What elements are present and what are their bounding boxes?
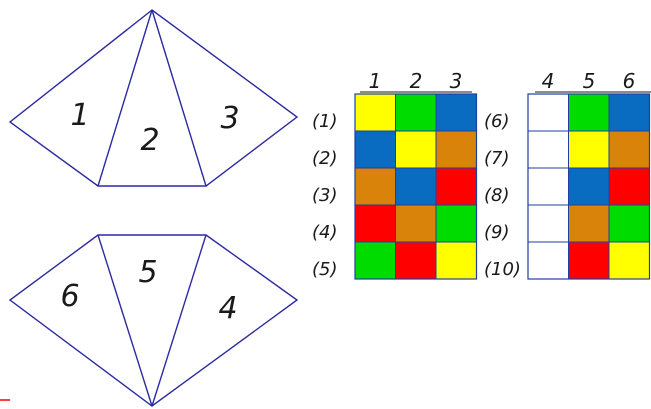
grid-left-cell-r3-c1-orange <box>354 167 396 206</box>
grid-left-cell-r5-c3-yellow <box>435 241 477 280</box>
grid-left-cell-r4-c3-green <box>435 204 477 243</box>
grid-right-border <box>527 93 651 280</box>
grid-right-cells <box>527 93 651 280</box>
grid-left-cell-r1-c2-green <box>395 93 437 132</box>
face-label-2: 2 <box>140 123 159 158</box>
face-label-3: 3 <box>220 101 239 136</box>
grid-left-column-label-2: 2 <box>410 69 423 93</box>
color-grid-right: 4 5 6 (6) (7) (8) (9) (10) <box>484 69 651 280</box>
grid-right-cell-r1-c3-blue <box>608 93 650 132</box>
grid-right-row-label-10: (10) <box>484 259 521 280</box>
top-shape-divider-left <box>97 9 153 187</box>
grid-left-row-label-4: (4) <box>312 222 338 243</box>
grid-left-row-label-1: (1) <box>312 111 338 132</box>
face-label-6: 6 <box>60 279 79 314</box>
top-shape: 1 2 3 <box>8 9 299 187</box>
grid-right-cell-r2-c3-orange <box>608 130 650 169</box>
grid-left-border <box>354 93 478 280</box>
grid-right-column-label-5: 5 <box>583 69 596 93</box>
grid-right-row-label-7: (7) <box>484 148 510 169</box>
color-grid-left: 1 2 3 (1) (2) (3) (4) (5) <box>312 69 478 280</box>
face-label-1: 1 <box>70 98 89 133</box>
grid-left-cells <box>354 93 478 280</box>
grid-right-cell-r2-c1-white <box>527 130 569 169</box>
grid-right-cell-r1-c1-white <box>527 93 569 132</box>
grid-right-column-label-4: 4 <box>542 69 555 93</box>
grid-right-row-label-6: (6) <box>484 111 510 132</box>
grid-left-cell-r5-c2-red <box>395 241 437 280</box>
grid-right-cell-r4-c2-orange <box>568 204 610 243</box>
top-shape-outline <box>8 9 299 187</box>
grid-right-cell-r4-c3-green <box>608 204 650 243</box>
grid-left-row-label-3: (3) <box>312 185 338 206</box>
grid-right-row-label-8: (8) <box>484 185 510 206</box>
grid-left-column-label-3: 3 <box>450 69 463 93</box>
grid-left-column-label-1: 1 <box>369 69 382 93</box>
grid-left-cell-r4-c2-orange <box>395 204 437 243</box>
grid-left-cell-r4-c1-red <box>354 204 396 243</box>
grid-right-column-label-6: 6 <box>623 69 636 93</box>
grid-right-cell-r5-c3-yellow <box>608 241 650 280</box>
top-shape-divider-right <box>151 9 207 187</box>
grid-right-cell-r2-c2-yellow <box>568 130 610 169</box>
grid-right-row-label-9: (9) <box>484 222 510 243</box>
bottom-shape-divider-left <box>97 234 153 407</box>
grid-left-row-label-5: (5) <box>312 259 338 280</box>
grid-right-cell-r4-c1-white <box>527 204 569 243</box>
grid-right-cell-r3-c2-blue <box>568 167 610 206</box>
grid-left-cell-r1-c3-blue <box>435 93 477 132</box>
bottom-shape-divider-right <box>151 234 207 407</box>
face-label-4: 4 <box>218 291 237 326</box>
grid-right-cell-r3-c1-white <box>527 167 569 206</box>
bottom-shape-outline <box>8 234 299 407</box>
grid-right-cell-r5-c1-white <box>527 241 569 280</box>
grid-left-cell-r1-c1-yellow <box>354 93 396 132</box>
grid-left-cell-r5-c1-green <box>354 241 396 280</box>
grid-right-cell-r3-c3-red <box>608 167 650 206</box>
grid-left-cell-r3-c3-red <box>435 167 477 206</box>
grid-right-cell-r5-c2-red <box>568 241 610 280</box>
grid-left-cell-r2-c2-yellow <box>395 130 437 169</box>
grid-right-cell-r1-c2-green <box>568 93 610 132</box>
grid-left-row-label-2: (2) <box>312 148 338 169</box>
grid-left-cell-r2-c3-orange <box>435 130 477 169</box>
face-label-5: 5 <box>138 255 157 290</box>
grid-left-cell-r3-c2-blue <box>395 167 437 206</box>
bottom-shape: 6 5 4 <box>8 234 299 407</box>
grid-left-cell-r2-c1-blue <box>354 130 396 169</box>
